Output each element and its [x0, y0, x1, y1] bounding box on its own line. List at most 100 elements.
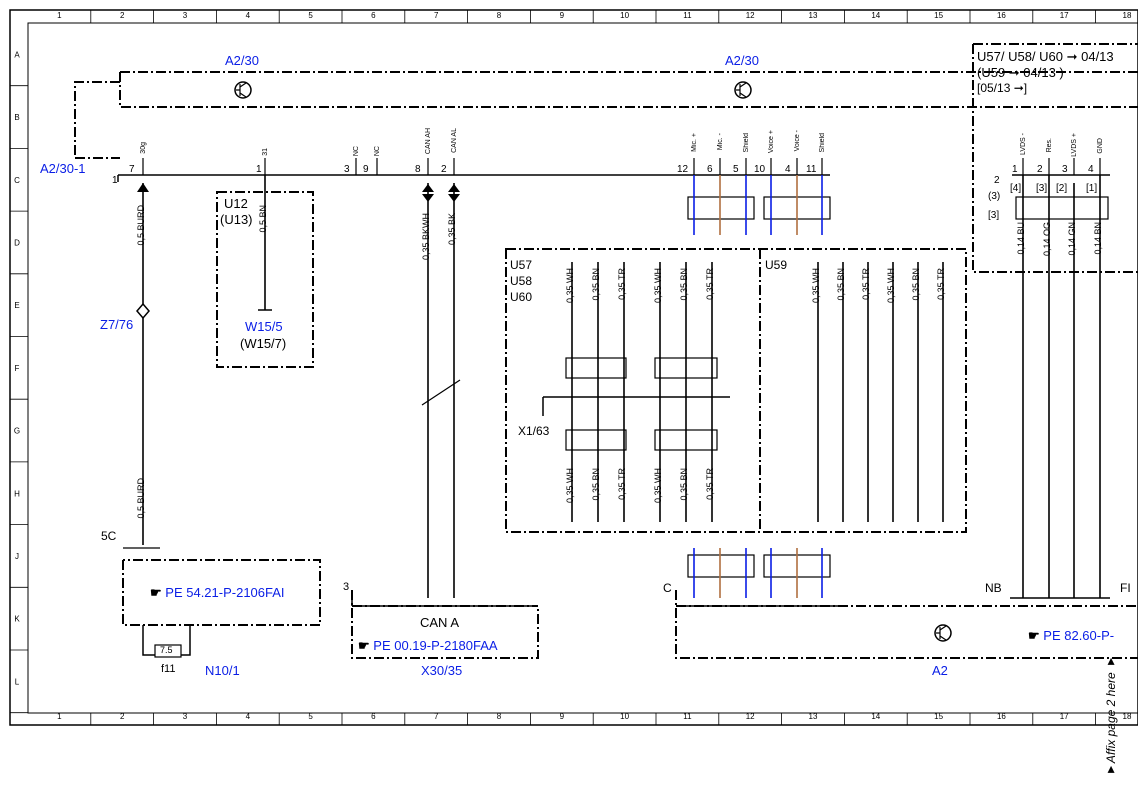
bundle-wire-label: 0,35 WH	[565, 268, 575, 304]
pin-mic-minus: Mic. -	[717, 133, 724, 151]
pin-num-4: 4	[785, 164, 791, 175]
pe-00-19-text: PE 00.19-P-2180FAA	[373, 638, 498, 653]
variant-box	[972, 43, 1138, 273]
pin-num-7: 7	[129, 164, 135, 175]
pin-num-two: 2	[994, 175, 1000, 186]
wire-label-burd-2: 0,5 BURD	[136, 478, 146, 519]
column-number: 7	[434, 712, 439, 721]
column-number: 8	[497, 712, 502, 721]
pin-num-6: 6	[707, 164, 713, 175]
column-number: 9	[560, 712, 565, 721]
label-u13: (U13)	[220, 212, 253, 227]
row-letter: G	[14, 427, 20, 436]
column-number: 17	[1060, 712, 1069, 721]
a230-transistor-left	[234, 81, 252, 99]
bundle-wire-label: 0,35 TR	[617, 268, 627, 300]
pin-nc-2: NC	[374, 146, 381, 157]
label-nb: NB	[985, 581, 1002, 595]
column-number: 16	[997, 712, 1006, 721]
bundle-wire-label: 0,35 BN	[679, 468, 689, 501]
pin-num-r3: 3	[1062, 164, 1068, 175]
column-number: 12	[746, 712, 755, 721]
bundle-wire-label: 0,35 TR	[861, 268, 871, 300]
column-number: 3	[183, 712, 188, 721]
column-number: 6	[371, 11, 376, 20]
pin-lvds-minus: LVDS -	[1020, 133, 1027, 156]
variant-line-2: (U59 ➞ 04/13 )	[977, 65, 1064, 80]
pin-gnd: GND	[1097, 138, 1104, 154]
variant-line-1: U57/ U58/ U60 ➞ 04/13	[977, 49, 1114, 64]
pin-30g: 30g	[140, 142, 147, 154]
pin-mic-plus: Mic. +	[691, 133, 698, 152]
column-number: 14	[871, 11, 880, 20]
column-number: 2	[120, 712, 125, 721]
label-a2: A2	[932, 663, 948, 678]
fuse-f11	[154, 644, 182, 658]
wire-label-014-bu: 0,14 BU	[1016, 222, 1026, 255]
bundle-wire-label: 0,35 WH	[811, 268, 821, 304]
pe-54-21-text: PE 54.21-P-2106FAI	[165, 585, 285, 600]
a2-transistor	[934, 624, 952, 642]
row-letter: K	[14, 615, 20, 624]
pin-num-11: 11	[806, 164, 817, 175]
pin-num-1a: 1	[112, 175, 118, 186]
pin-voice-plus: Voice +	[768, 130, 775, 154]
column-number: 6	[371, 712, 376, 721]
a230-transistor-right	[734, 81, 752, 99]
pin-num-2: 2	[441, 164, 447, 175]
a230-box	[119, 71, 1138, 108]
label-w15-5: W15/5	[245, 319, 283, 334]
label-5c: 5C	[101, 529, 117, 543]
column-number: 4	[246, 11, 251, 20]
row-letter: J	[15, 552, 19, 561]
column-number: 16	[997, 11, 1006, 20]
variant-line-3: [05/13 ➞]	[977, 81, 1028, 95]
bundle-wire-label: 0,35 BN	[591, 468, 601, 501]
column-number: 7	[434, 11, 439, 20]
column-number: 15	[934, 712, 943, 721]
pin-num-5: 5	[733, 164, 739, 175]
column-number: 12	[746, 11, 755, 20]
pin-bracket-3: [3]	[1036, 183, 1048, 194]
label-c: C	[663, 581, 672, 595]
pin-bracket-3b: [3]	[988, 210, 1000, 221]
wire-label-bn: 0,5 BN	[258, 205, 268, 233]
pin-31: 31	[262, 148, 269, 156]
label-a230-right: A2/30	[725, 53, 759, 68]
column-number: 11	[683, 712, 692, 721]
drawing-area	[27, 22, 1138, 714]
column-number: 11	[683, 11, 692, 20]
pin-res: Res.	[1046, 138, 1053, 153]
bundle-wire-label: 0,35 WH	[565, 468, 575, 504]
column-number: 1	[57, 11, 62, 20]
column-number: 17	[1060, 11, 1069, 20]
pin-stubs	[142, 158, 1101, 175]
wire-label-bk: 0,35 BK	[447, 213, 457, 246]
row-letter: B	[14, 113, 19, 122]
link-pe-00-19[interactable]: ☛ PE 00.19-P-2180FAA	[358, 638, 498, 653]
row-letter: F	[15, 364, 20, 373]
fuse-value: 7.5	[160, 645, 173, 655]
column-number: 10	[620, 712, 629, 721]
link-pe-82-60[interactable]: ☛ PE 82.60-P-	[1028, 628, 1115, 643]
row-letter: D	[14, 238, 20, 247]
z7-76-splice	[136, 302, 150, 320]
bundle-wire-label: 0,35 BN	[911, 268, 921, 301]
label-u60: U60	[510, 290, 533, 304]
n10-1-box	[122, 559, 321, 626]
link-pe-54-21[interactable]: ☛ PE 54.21-P-2106FAI	[150, 585, 285, 600]
pin-nc-1: NC	[353, 146, 360, 157]
row-letter: E	[14, 301, 19, 310]
label-x30-35: X30/35	[421, 663, 463, 678]
a230-extension	[74, 81, 120, 159]
wire-label-014-og: 0,14 OG	[1042, 222, 1052, 257]
x1-63-connector	[542, 396, 730, 416]
pin-bracket-4: [4]	[1010, 183, 1022, 194]
bundle-wire-label: 0,35 TR	[617, 468, 627, 500]
row-letter: C	[14, 176, 20, 185]
column-number: 13	[809, 11, 818, 20]
pin-lvds-plus: LVDS +	[1071, 133, 1078, 157]
column-number: 3	[183, 11, 188, 20]
column-number: 14	[871, 712, 880, 721]
